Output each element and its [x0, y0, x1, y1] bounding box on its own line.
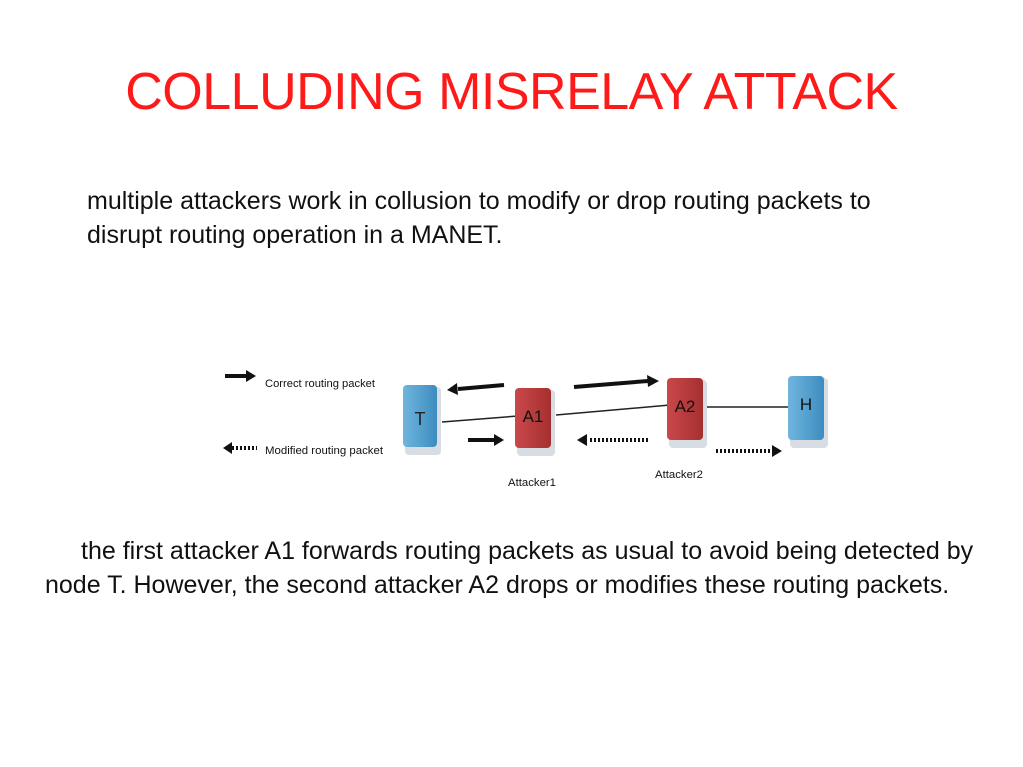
- node-h-label: H: [800, 395, 812, 414]
- node-a1-box: [515, 388, 551, 448]
- link-a1-a2: [555, 404, 671, 416]
- legend-correct: Correct routing packet: [225, 370, 375, 390]
- arrow-a2-to-h-modified: [716, 445, 782, 457]
- arrow-a2-to-h-head: [772, 445, 782, 457]
- arrow-a1-to-a2: [573, 375, 659, 389]
- caption-attacker1: Attacker1: [508, 477, 556, 489]
- attack-diagram: Correct routing packet Modified routing …: [210, 360, 850, 500]
- node-h: H: [788, 376, 828, 448]
- arrow-a2-to-a1-head: [577, 434, 587, 446]
- legend-modified-label: Modified routing packet: [265, 445, 383, 457]
- intro-paragraph: multiple attackers work in collusion to …: [87, 187, 871, 249]
- arrow-t-to-a1-head: [494, 434, 504, 446]
- link-t-a1: [441, 415, 519, 423]
- node-h-box: [788, 376, 824, 440]
- caption-attacker2: Attacker2: [655, 469, 703, 481]
- legend-correct-arrowhead: [246, 370, 256, 382]
- node-a2: A2: [667, 378, 707, 448]
- slide-title: COLLUDING MISRELAY ATTACK: [125, 63, 898, 121]
- arrow-a1-to-a2-line: [573, 379, 649, 389]
- attack-diagram-svg: Correct routing packet Modified routing …: [223, 370, 828, 489]
- node-t-label: T: [415, 409, 426, 429]
- node-a2-box: [667, 378, 703, 440]
- arrow-t-to-a1: [468, 434, 504, 446]
- node-a2-label: A2: [675, 397, 696, 416]
- legend-modified: Modified routing packet: [223, 442, 383, 457]
- arrow-a1-to-t-head: [447, 383, 458, 395]
- arrow-a1-to-a2-head: [647, 375, 659, 387]
- node-t-box: [403, 385, 437, 447]
- node-a1: A1: [515, 388, 555, 456]
- node-t: T: [403, 385, 441, 455]
- node-a1-label: A1: [523, 407, 544, 426]
- arrow-a2-to-a1-modified: [577, 434, 648, 446]
- description-paragraph: the first attacker A1 forwards routing p…: [45, 537, 974, 599]
- arrow-a1-to-t: [447, 383, 505, 395]
- arrow-a1-to-t-line: [457, 383, 505, 391]
- legend-modified-arrowhead: [223, 442, 232, 454]
- legend-correct-label: Correct routing packet: [265, 378, 375, 390]
